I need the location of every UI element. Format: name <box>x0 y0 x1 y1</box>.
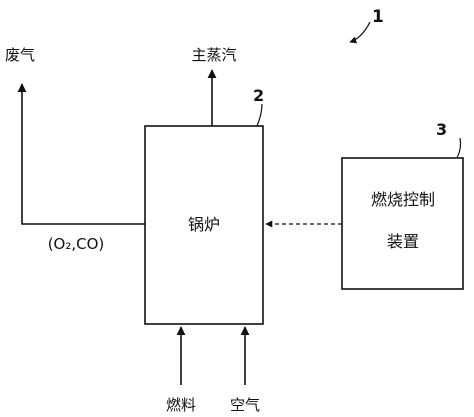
exhaust-gas-label: 废气 <box>5 46 35 64</box>
ref-number-system: 1 <box>372 7 384 27</box>
ref-leader-controller <box>456 137 462 159</box>
ref-leader-system <box>349 21 371 44</box>
controller-label-line1: 燃烧控制 <box>371 190 435 209</box>
air-label: 空气 <box>230 396 260 414</box>
exhaust-gas-line <box>17 83 145 225</box>
boiler-label: 锅炉 <box>188 215 220 234</box>
exhaust-components-label: (O₂,CO) <box>48 235 105 253</box>
ref-number-boiler: 2 <box>253 86 264 105</box>
combustion-controller-box <box>341 157 464 290</box>
boiler-box <box>144 125 264 325</box>
ref-leader-boiler <box>256 103 263 127</box>
ref-number-controller: 3 <box>436 120 447 139</box>
fuel-label: 燃料 <box>166 396 196 414</box>
controller-label-line2: 装置 <box>387 232 419 251</box>
main-steam-label: 主蒸汽 <box>191 46 236 64</box>
